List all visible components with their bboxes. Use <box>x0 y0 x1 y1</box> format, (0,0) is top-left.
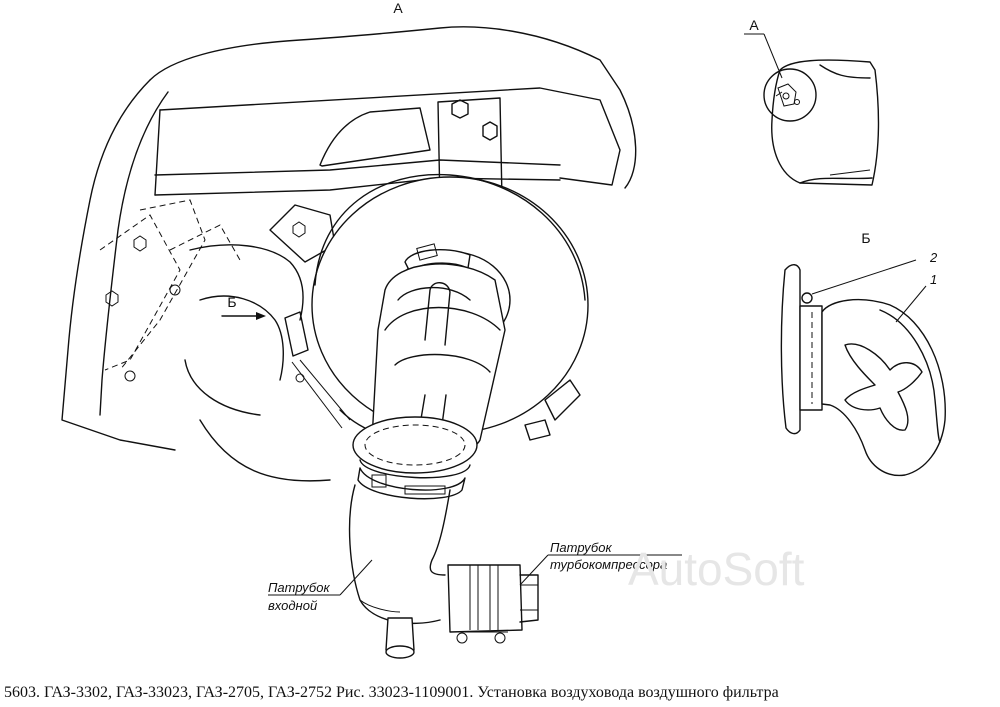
view-label-a-main: А <box>393 0 403 16</box>
view-label-b-detail: Б <box>861 230 870 246</box>
callout-inlet-pipe: Патрубок входной <box>268 559 373 613</box>
callout-item-1: 1 <box>930 272 937 287</box>
callout-item-2: 2 <box>929 250 938 265</box>
figure-caption: 5603. ГАЗ-3302, ГАЗ-33023, ГАЗ-2705, ГАЗ… <box>4 684 779 701</box>
detail-view-a: А <box>744 17 880 186</box>
callout-turbo-pipe-line2: турбокомпрессора <box>550 557 667 572</box>
callout-turbo-pipe-line1: Патрубок <box>550 540 612 555</box>
callout-inlet-pipe-line2: входной <box>268 598 317 613</box>
view-b-arrow: Б <box>221 294 266 320</box>
detail-view-b: Б 2 1 <box>780 230 946 477</box>
view-label-a-detail: А <box>749 17 759 33</box>
callout-inlet-pipe-line1: Патрубок <box>268 580 330 595</box>
turbocharger-pipe <box>447 564 539 644</box>
callout-turbo-pipe: Патрубок турбокомпрессора <box>519 540 682 586</box>
view-label-b-arrow: Б <box>227 294 236 310</box>
watermark: AutoSoft <box>628 543 805 595</box>
inlet-air-duct <box>348 243 506 659</box>
